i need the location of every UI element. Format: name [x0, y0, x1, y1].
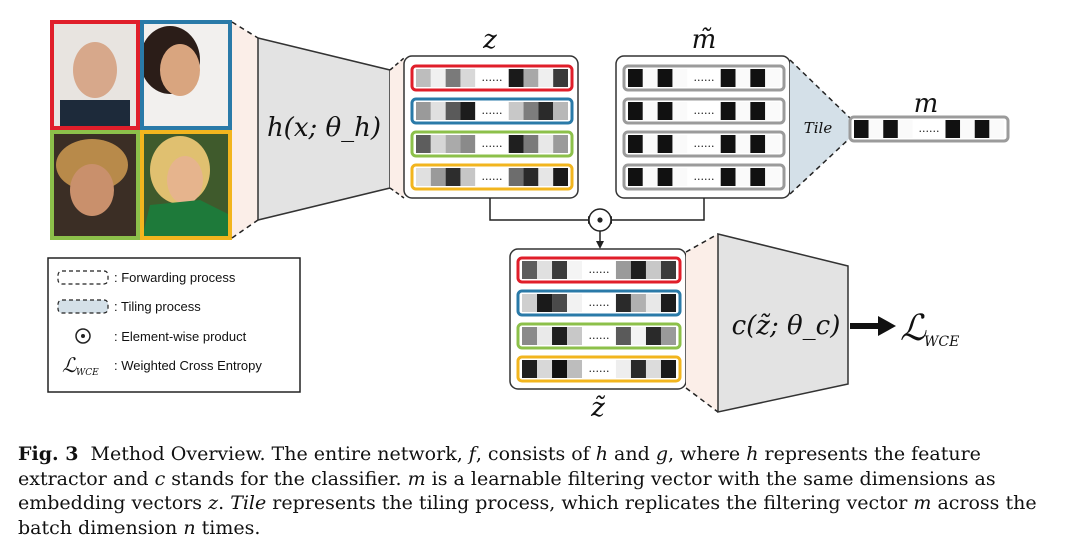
legend-text-product: : Element-wise product [114, 329, 247, 344]
legend-box [47, 257, 301, 393]
dashed-box-icon [57, 270, 109, 285]
ellipsis-text: ...... [589, 329, 610, 342]
m-tilde-vector-row: ...... [622, 97, 786, 125]
z-vector-row: ...... [410, 163, 574, 191]
z-vector-row: ...... [410, 64, 574, 92]
m-vector-row: ...... [848, 115, 1010, 143]
ellipsis-text: ...... [482, 170, 503, 183]
z-label: z [482, 25, 497, 55]
ellipsis-text: ...... [694, 170, 715, 183]
element-wise-product-icon [588, 208, 612, 232]
m-tilde-to-product-line [612, 198, 705, 221]
ellipsis-text: ...... [482, 104, 503, 117]
legend-text-forwarding: : Forwarding process [114, 270, 236, 285]
z-tilde-rows: ........................ [516, 256, 682, 383]
projection-band-input [232, 22, 258, 238]
ellipsis-text: ...... [694, 104, 715, 117]
classifier-block [717, 233, 849, 413]
m-vector: ...... [848, 115, 1010, 143]
ellipsis-text: ...... [589, 263, 610, 276]
ellipsis-text: ...... [694, 71, 715, 84]
loss-symbol-subscript: WCE [76, 368, 99, 378]
tiling-band [790, 60, 850, 194]
legend-item-loss: ℒ WCE : Weighted Cross Entropy [62, 353, 262, 378]
legend-item-tiling: : Tiling process [57, 299, 201, 314]
ellipsis-text: ...... [482, 71, 503, 84]
face-image-1 [50, 20, 140, 130]
z-tilde-vector-row: ...... [516, 256, 682, 284]
ellipsis-text: ...... [694, 137, 715, 150]
z-tilde-vector-row: ...... [516, 322, 682, 350]
legend-text-tiling: : Tiling process [114, 299, 201, 314]
loss-subscript: WCE [924, 334, 959, 350]
loss-symbol-icon: ℒ [62, 353, 77, 377]
legend-item-forwarding: : Forwarding process [57, 270, 236, 285]
z-tilde-vector-row: ...... [516, 355, 682, 383]
odot-icon [75, 328, 91, 344]
m-tilde-rows: ........................ [622, 64, 786, 191]
face-image-4 [140, 130, 232, 240]
tile-label: Tile [804, 119, 833, 137]
classifier-label: c(z̃; θ_c) [732, 311, 841, 341]
m-label: m [914, 89, 939, 119]
ellipsis-text: ...... [919, 122, 940, 135]
z-vector-row: ...... [410, 130, 574, 158]
legend-text-loss: : Weighted Cross Entropy [114, 358, 262, 373]
face-images [50, 20, 232, 240]
ellipsis-text: ...... [589, 362, 610, 375]
m-tilde-vector-row: ...... [622, 130, 786, 158]
face-image-2 [140, 20, 232, 130]
face-image-3 [50, 130, 140, 240]
m-tilde-label: m̃ [692, 25, 717, 55]
projection-band-classifier [686, 234, 718, 412]
figure-label: Fig. 3 [18, 443, 79, 465]
m-tilde-vector-row: ...... [622, 163, 786, 191]
z-vector-row: ...... [410, 97, 574, 125]
ellipsis-text: ...... [589, 296, 610, 309]
z-to-product-line [489, 198, 588, 221]
loss-label: ℒ [900, 308, 927, 349]
tiling-box-icon [57, 299, 109, 314]
legend-item-product: : Element-wise product [75, 328, 247, 344]
z-tilde-label: z̃ [590, 393, 606, 423]
figure-caption: Fig. 3 Method Overview. The entire netwo… [18, 443, 1037, 539]
ellipsis-text: ...... [482, 137, 503, 150]
z-embedding-rows: ........................ [410, 64, 574, 191]
encoder-label: h(x; θ_h) [267, 113, 381, 143]
m-tilde-vector-row: ...... [622, 64, 786, 92]
z-tilde-vector-row: ...... [516, 289, 682, 317]
